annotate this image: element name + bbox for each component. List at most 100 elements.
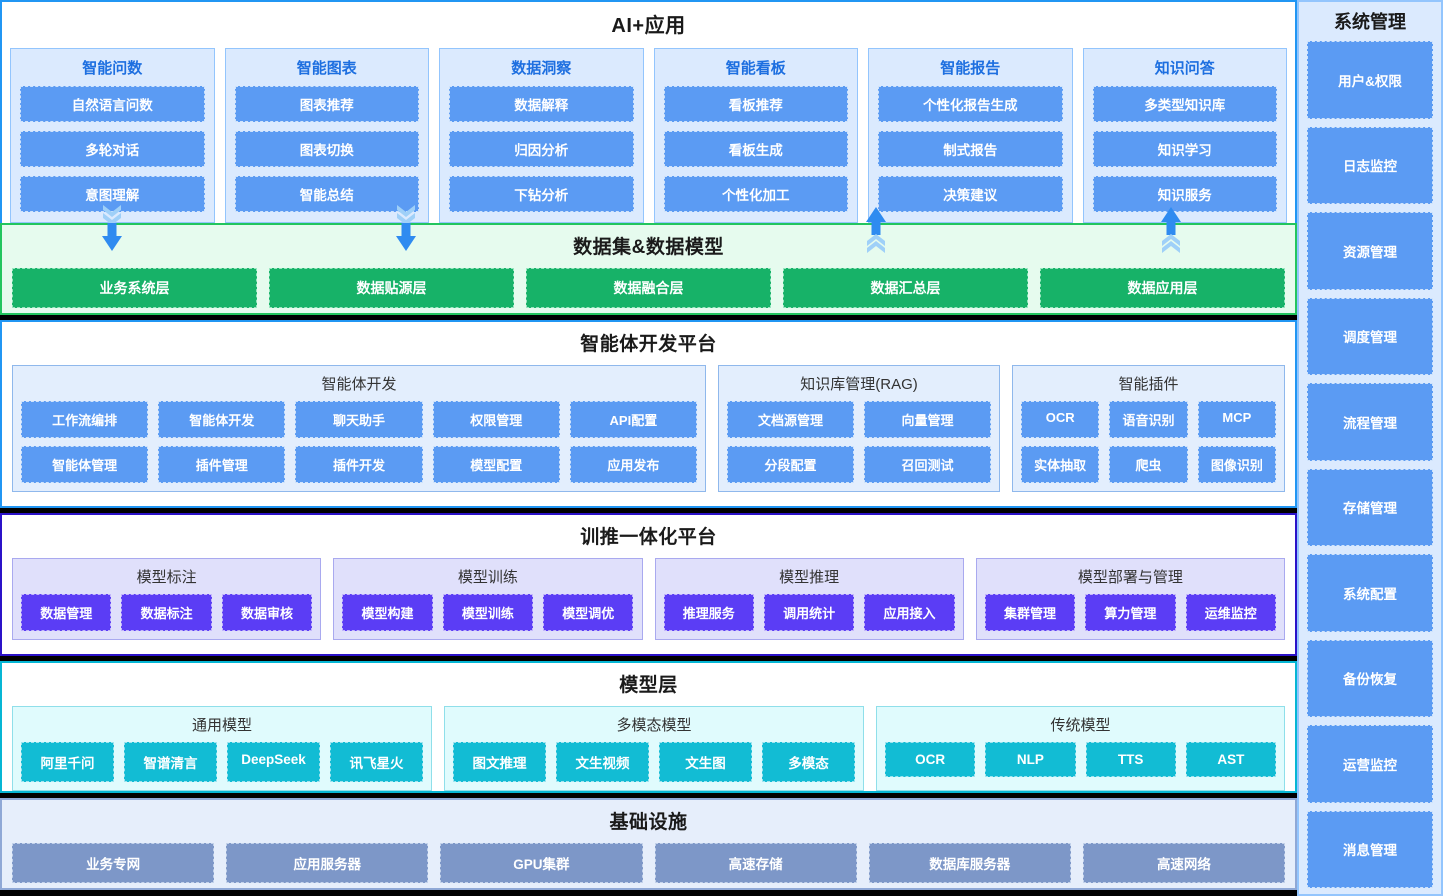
ai-chip[interactable]: 多类型知识库 [1092,86,1277,122]
agent-chip[interactable]: 插件管理 [158,446,286,483]
sidebar-item-storage-management[interactable]: 存储管理 [1307,468,1433,546]
ai-card-title: 智能问数 [82,60,143,77]
ai-chip[interactable]: 图表切换 [234,131,419,167]
agent-chip[interactable]: 权限管理 [432,401,560,438]
ai-card-intelligent-report[interactable]: 智能报告 个性化报告生成 制式报告 决策建议 [868,48,1073,223]
section-title-infrastructure: 基础设施 [609,812,688,833]
agent-chip[interactable]: API配置 [569,401,697,438]
train-chip[interactable]: 算力管理 [1085,594,1176,631]
agent-chip[interactable]: 模型配置 [432,446,560,483]
agent-chip[interactable]: 应用发布 [569,446,697,483]
model-chip[interactable]: 文生图 [659,742,752,782]
infra-row: 业务专网 应用服务器 GPU集群 高速存储 数据库服务器 高速网络 [2,843,1295,883]
infra-chip[interactable]: 业务专网 [12,843,215,883]
ai-chip[interactable]: 意图理解 [20,176,205,212]
sidebar-item-user-permission[interactable]: 用户&权限 [1307,41,1433,119]
train-group-deployment: 模型部署与管理 集群管理 算力管理 运维监控 [975,558,1285,640]
train-chip[interactable]: 模型构建 [342,594,433,631]
ai-chip[interactable]: 知识学习 [1092,131,1277,167]
train-chip[interactable]: 运维监控 [1185,594,1276,631]
agent-group-row: 智能体开发 工作流编排 智能体开发 聊天助手 权限管理 API配置 智能体管理 … [2,365,1295,492]
section-title-ai-application: AI+应用 [611,15,686,37]
model-chip[interactable]: 阿里千问 [21,742,114,782]
train-chip[interactable]: 数据标注 [121,594,212,631]
divider [0,315,1297,320]
divider [0,793,1297,798]
ai-card-data-insight[interactable]: 数据洞察 数据解释 归因分析 下钻分析 [439,48,644,223]
train-chip[interactable]: 模型训练 [442,594,534,631]
rag-chip[interactable]: 文档源管理 [727,401,854,438]
ai-chip[interactable]: 制式报告 [878,131,1063,167]
sidebar-item-process-management[interactable]: 流程管理 [1307,383,1433,461]
ai-chip[interactable]: 归因分析 [449,131,634,167]
ai-chip[interactable]: 自然语言问数 [20,86,205,122]
agent-chip[interactable]: 聊天助手 [295,401,423,438]
ai-card-intelligent-chart[interactable]: 智能图表 图表推荐 图表切换 智能总结 [224,48,429,223]
ai-chip[interactable]: 个性化报告生成 [878,86,1063,122]
plugin-chip[interactable]: 图像识别 [1197,446,1276,483]
train-group-annotation: 模型标注 数据管理 数据标注 数据审核 [12,558,322,640]
model-chip[interactable]: 图文推理 [453,742,546,782]
sidebar-item-scheduling-management[interactable]: 调度管理 [1307,297,1433,375]
agent-chip[interactable]: 工作流编排 [21,401,149,438]
ai-card-intelligent-dashboard[interactable]: 智能看板 看板推荐 看板生成 个性化加工 [653,48,858,223]
plugin-chip[interactable]: 实体抽取 [1021,446,1100,483]
ai-chip[interactable]: 多轮对话 [20,131,205,167]
plugin-chip[interactable]: 爬虫 [1109,446,1188,483]
infra-chip[interactable]: 高速存储 [654,843,857,883]
model-chip[interactable]: DeepSeek [227,742,320,782]
agent-chip[interactable]: 智能体开发 [158,401,286,438]
model-chip[interactable]: OCR [885,742,976,777]
plugin-chip[interactable]: OCR [1021,401,1100,438]
infra-chip[interactable]: 高速网络 [1082,843,1286,883]
agent-chip[interactable]: 插件开发 [295,446,423,483]
model-chip[interactable]: NLP [985,742,1076,777]
data-layer-chip[interactable]: 数据贴源层 [269,268,514,308]
ai-chip[interactable]: 数据解释 [449,86,634,122]
model-chip[interactable]: 智谱清言 [124,742,217,782]
ai-chip[interactable]: 图表推荐 [234,86,419,122]
divider [0,656,1297,661]
sidebar-item-message-management[interactable]: 消息管理 [1307,810,1433,888]
ai-card-knowledge-qa[interactable]: 知识问答 多类型知识库 知识学习 知识服务 [1082,48,1287,223]
ai-chip[interactable]: 决策建议 [878,176,1063,212]
sidebar-item-resource-management[interactable]: 资源管理 [1307,212,1433,290]
train-chip[interactable]: 调用统计 [763,594,855,631]
model-chip[interactable]: AST [1185,742,1276,777]
train-chip[interactable]: 模型调优 [543,594,634,631]
ai-chip[interactable]: 下钻分析 [449,176,634,212]
ai-chip[interactable]: 知识服务 [1092,176,1277,212]
model-chip[interactable]: 文生视频 [556,742,649,782]
data-layer-chip[interactable]: 业务系统层 [12,268,257,308]
sidebar-item-operation-monitoring[interactable]: 运营监控 [1307,725,1433,803]
plugin-chip[interactable]: MCP [1197,401,1276,438]
train-chip[interactable]: 推理服务 [663,594,754,631]
train-chip[interactable]: 数据审核 [221,594,313,631]
rag-chip[interactable]: 向量管理 [864,401,991,438]
sidebar-item-log-monitoring[interactable]: 日志监控 [1307,126,1433,204]
ai-chip[interactable]: 看板生成 [663,131,848,167]
ai-chip[interactable]: 个性化加工 [663,176,848,212]
plugin-chip[interactable]: 语音识别 [1109,401,1188,438]
infra-chip[interactable]: GPU集群 [440,843,643,883]
rag-chip[interactable]: 召回测试 [864,446,991,483]
ai-chip[interactable]: 智能总结 [234,176,419,212]
train-chip[interactable]: 集群管理 [984,594,1076,631]
group-title: 通用模型 [191,717,252,734]
sidebar-item-system-config[interactable]: 系统配置 [1307,554,1433,632]
model-chip[interactable]: TTS [1085,742,1176,777]
train-chip[interactable]: 数据管理 [21,594,112,631]
data-layer-chip[interactable]: 数据汇总层 [783,268,1028,308]
agent-chip[interactable]: 智能体管理 [21,446,149,483]
data-layer-chip[interactable]: 数据融合层 [526,268,771,308]
sidebar-item-backup-restore[interactable]: 备份恢复 [1307,639,1433,717]
ai-chip[interactable]: 看板推荐 [663,86,848,122]
data-layer-chip[interactable]: 数据应用层 [1040,268,1285,308]
infra-chip[interactable]: 数据库服务器 [868,843,1071,883]
model-chip[interactable]: 讯飞星火 [330,742,423,782]
model-chip[interactable]: 多模态 [762,742,855,782]
infra-chip[interactable]: 应用服务器 [226,843,429,883]
rag-chip[interactable]: 分段配置 [727,446,854,483]
ai-card-intelligent-query[interactable]: 智能问数 自然语言问数 多轮对话 意图理解 [10,48,215,223]
train-chip[interactable]: 应用接入 [864,594,955,631]
